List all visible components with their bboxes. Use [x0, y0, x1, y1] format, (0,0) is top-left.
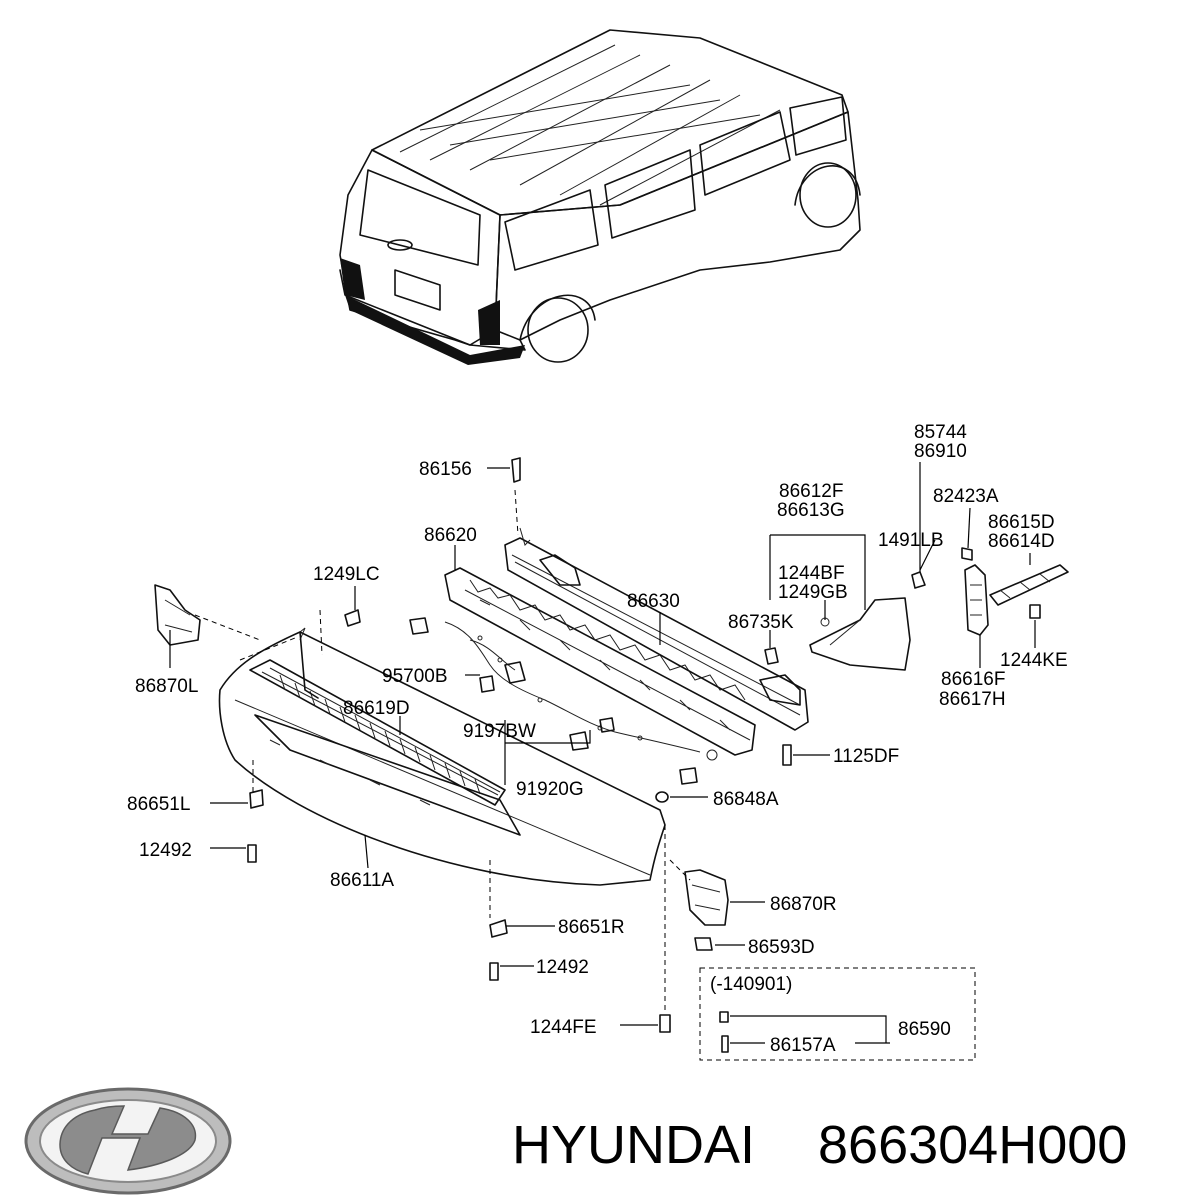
label-1244BF: 1244BF [778, 563, 845, 584]
label-140901: (-140901) [710, 974, 792, 995]
brand-name: HYUNDAI [512, 1115, 755, 1175]
label-12492-left: 12492 [139, 840, 192, 861]
label-86848A: 86848A [713, 789, 779, 810]
label-91920G: 91920G [516, 779, 584, 800]
label-86613G: 86613G [777, 500, 845, 521]
label-86620: 86620 [424, 525, 477, 546]
side-bracket-right [911, 547, 1069, 636]
label-82423A: 82423A [933, 486, 999, 507]
label-86611A: 86611A [330, 870, 394, 891]
label-86619D: 86619D [343, 698, 410, 719]
mud-guard-left [154, 584, 201, 646]
label-1244KE: 1244KE [1000, 650, 1068, 671]
label-12492-right: 12492 [536, 957, 589, 978]
label-86735K: 86735K [728, 612, 794, 633]
corner-cover-right [764, 597, 911, 671]
leader-lines [169, 462, 1036, 1044]
label-85744: 85744 [914, 422, 967, 443]
label-9197BW: 9197BW [463, 721, 536, 742]
part-number: 866304H000 [818, 1115, 1127, 1175]
label-86615D: 86615D [988, 512, 1055, 533]
variant-box [699, 967, 976, 1061]
label-86651R: 86651R [558, 917, 625, 938]
label-1249LC: 1249LC [313, 564, 380, 585]
van-illustration [339, 29, 861, 365]
label-86614D: 86614D [988, 531, 1055, 552]
label-86910: 86910 [914, 441, 967, 462]
fasteners [247, 457, 1041, 1053]
label-86156: 86156 [419, 459, 472, 480]
label-86590: 86590 [898, 1019, 951, 1040]
sensor-wiring [409, 617, 718, 785]
part-title: HYUNDAI 866304H000 [512, 1115, 1127, 1175]
callout-labels: 86156 86620 1249LC 86630 86870L 95700B 8… [127, 422, 1068, 1056]
label-86612F: 86612F [779, 481, 843, 502]
label-1249GB: 1249GB [778, 582, 848, 603]
bumper-beam [504, 527, 809, 731]
label-86870L: 86870L [135, 676, 198, 697]
label-1244FE: 1244FE [530, 1017, 597, 1038]
label-86593D: 86593D [748, 937, 815, 958]
label-86617H: 86617H [939, 689, 1006, 710]
label-86870R: 86870R [770, 894, 837, 915]
label-86616F: 86616F [941, 669, 1005, 690]
label-1125DF: 1125DF [833, 746, 899, 767]
hyundai-logo [24, 1087, 232, 1195]
mud-guard-right [684, 869, 729, 926]
label-86630: 86630 [627, 591, 680, 612]
label-1491LB: 1491LB [878, 530, 944, 551]
assembly-dash-lines [252, 489, 691, 1012]
label-95700B: 95700B [382, 666, 448, 687]
label-86651L: 86651L [127, 794, 190, 815]
energy-absorber [444, 567, 756, 756]
bumper-cover [194, 614, 666, 886]
label-86157A: 86157A [770, 1035, 836, 1056]
